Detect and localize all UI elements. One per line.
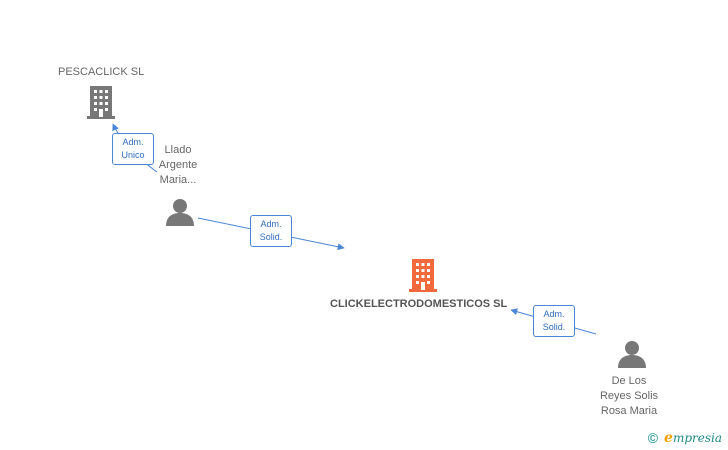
relation-type: Solid. [542, 322, 566, 332]
relation-badge-adm-solid[interactable]: Adm. Solid. [250, 215, 292, 247]
brand-rest: mpresia [672, 431, 722, 445]
person-label-reyes[interactable]: De Los Reyes Solis Rosa Maria [590, 374, 668, 419]
person-name-line: De Los [611, 375, 647, 387]
company-label-clickelectrodomesticos[interactable]: CLICKELECTRODOMESTICOS SL [330, 298, 508, 310]
person-icon[interactable] [165, 198, 195, 226]
person-name-line: Maria... [159, 174, 197, 186]
building-icon[interactable] [86, 85, 116, 119]
brand-initial: e [664, 430, 673, 446]
person-name-line: Llado [164, 144, 192, 156]
company-label-pescaclick[interactable]: PESCACLICK SL [58, 66, 145, 78]
brand-name: empresia [664, 430, 722, 446]
relation-role: Adm. [122, 137, 144, 147]
brand-logo: © empresia [648, 430, 722, 446]
relation-type: Unico [121, 150, 145, 160]
person-name-line: Rosa Maria [600, 405, 658, 417]
relation-role: Adm. [260, 219, 282, 229]
person-name-line: Argente [158, 159, 198, 171]
person-name-line: Reyes Solis [599, 390, 659, 402]
person-label-llado[interactable]: Llado Argente Maria... [150, 143, 206, 188]
relation-badge-adm-unico[interactable]: Adm. Unico [112, 133, 154, 165]
relation-type: Solid. [259, 232, 283, 242]
person-icon[interactable] [617, 340, 647, 368]
building-icon[interactable] [407, 258, 439, 292]
copyright-icon: © [647, 430, 659, 446]
relation-badge-adm-solid[interactable]: Adm. Solid. [533, 305, 575, 337]
relation-role: Adm. [543, 309, 565, 319]
